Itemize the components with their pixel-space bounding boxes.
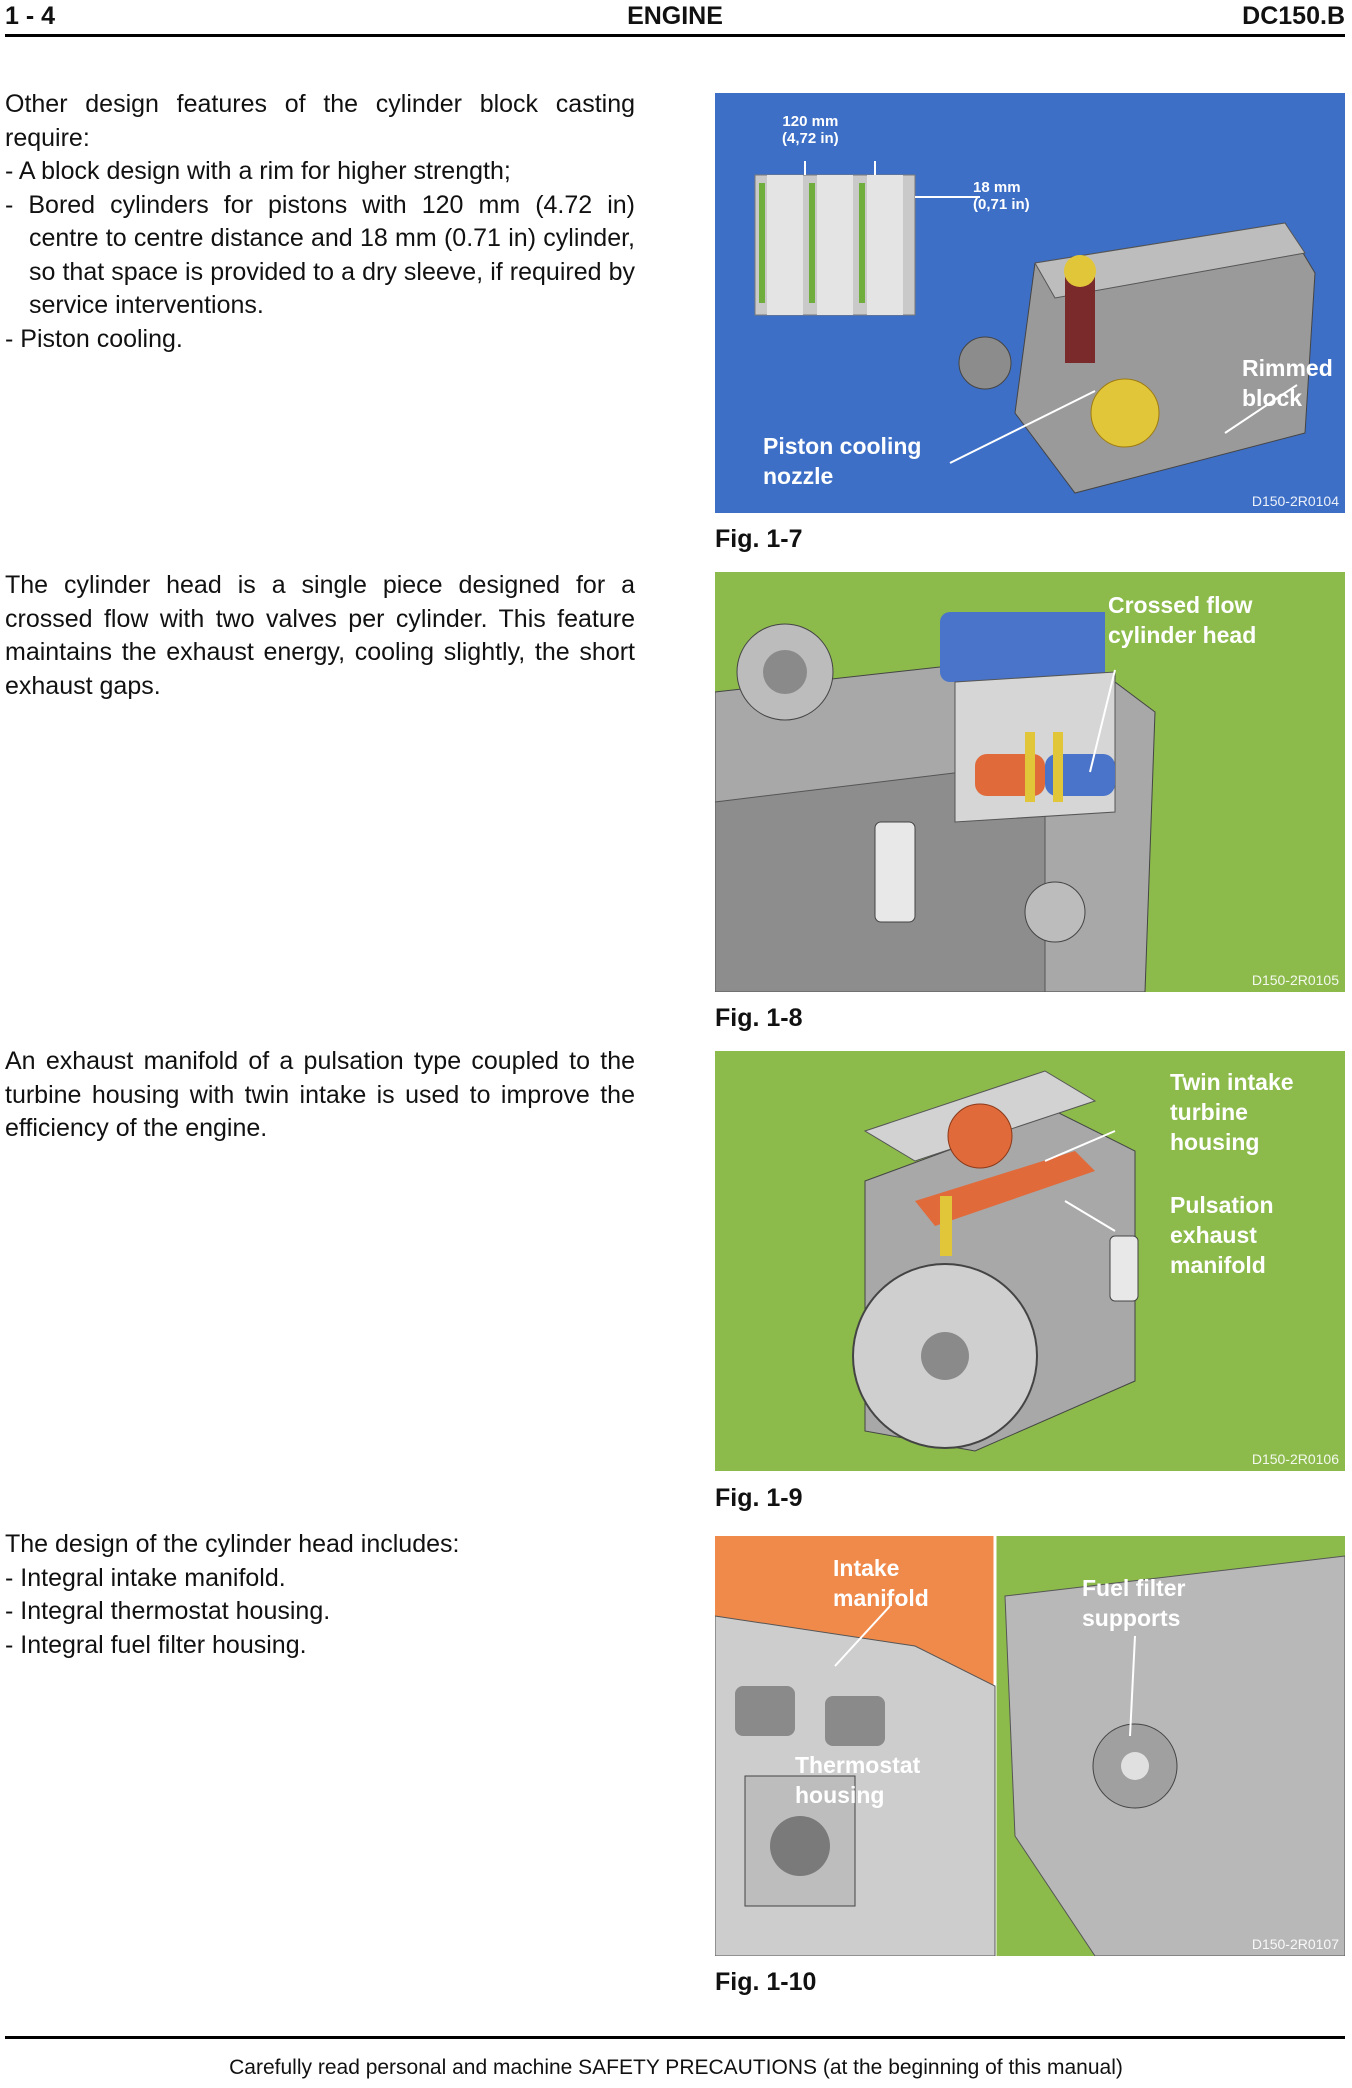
text-block-exhaust: An exhaust manifold of a pulsation type … xyxy=(5,1045,635,1146)
figure-1-9: Twin intake turbine housing Pulsation ex… xyxy=(715,1051,1345,1471)
engine-block-illustration xyxy=(715,93,1345,513)
label-pulsation-exhaust-manifold: Pulsation exhaust manifold xyxy=(1170,1192,1274,1278)
figure-1-8: Crossed flow cylinder head D150-2R0105 xyxy=(715,572,1345,992)
list-item: - Integral intake manifold. xyxy=(5,1563,286,1592)
label-fuel-filter-supports: Fuel filter supports xyxy=(1082,1575,1186,1631)
label-thermostat-housing: Thermostat housing xyxy=(795,1752,921,1808)
figure-code: D150-2R0104 xyxy=(1251,493,1339,509)
figure-code: D150-2R0105 xyxy=(1251,972,1339,988)
text-block-head-design: The design of the cylinder head includes… xyxy=(5,1528,635,1662)
figure-caption: Fig. 1-10 xyxy=(715,1968,817,1996)
figure-caption: Fig. 1-9 xyxy=(715,1484,803,1512)
paragraph-intro: Other design features of the cylinder bl… xyxy=(5,90,635,152)
list-item: - Bored cylinders for pistons with 120 m… xyxy=(5,190,635,320)
list-item: - A block design with a rim for higher s… xyxy=(5,157,511,185)
label-intake-manifold: Intake manifold xyxy=(833,1555,929,1611)
page-header: 1 - 4 ENGINE DC150.B xyxy=(5,0,1345,37)
paragraph-intro: The design of the cylinder head includes… xyxy=(5,1530,460,1558)
page-number: 1 - 4 xyxy=(5,2,56,30)
figure-caption: Fig. 1-7 xyxy=(715,525,803,553)
model-code: DC150.B xyxy=(1242,2,1345,30)
figure-1-10: Intake manifold Thermostat housing Fuel … xyxy=(715,1536,1345,1956)
label-cylinder-wall: 18 mm (0,71 in) xyxy=(973,179,1030,213)
label-bore-spacing: 120 mm (4,72 in) xyxy=(782,113,839,147)
cylinder-head-illustration xyxy=(715,572,1345,992)
footer-note: Carefully read personal and machine SAFE… xyxy=(229,2056,1123,2079)
list-item: - Piston cooling. xyxy=(5,324,183,353)
exhaust-manifold-illustration xyxy=(715,1051,1345,1471)
list-item: - Integral fuel filter housing. xyxy=(5,1630,307,1659)
cylinder-head-features-illustration xyxy=(715,1536,1345,1956)
label-piston-cooling-nozzle: Piston cooling nozzle xyxy=(763,433,922,489)
footer-divider xyxy=(5,2036,1345,2039)
section-title: ENGINE xyxy=(627,2,723,30)
paragraph: An exhaust manifold of a pulsation type … xyxy=(5,1047,635,1142)
figure-caption: Fig. 1-8 xyxy=(715,1004,803,1032)
label-twin-intake-turbine-housing: Twin intake turbine housing xyxy=(1170,1069,1294,1155)
label-rimmed-block: Rimmed block xyxy=(1242,355,1333,411)
label-crossed-flow-cylinder-head: Crossed flow cylinder head xyxy=(1108,592,1257,648)
figure-code: D150-2R0107 xyxy=(1251,1936,1339,1952)
figure-1-7: 120 mm (4,72 in) 18 mm (0,71 in) Rimmed … xyxy=(715,93,1345,513)
figure-code: D150-2R0106 xyxy=(1251,1451,1339,1467)
text-block-cylinder-block: Other design features of the cylinder bl… xyxy=(5,88,635,356)
list-item: - Integral thermostat housing. xyxy=(5,1597,331,1625)
text-block-cylinder-head: The cylinder head is a single piece desi… xyxy=(5,569,635,703)
paragraph: The cylinder head is a single piece desi… xyxy=(5,571,635,700)
